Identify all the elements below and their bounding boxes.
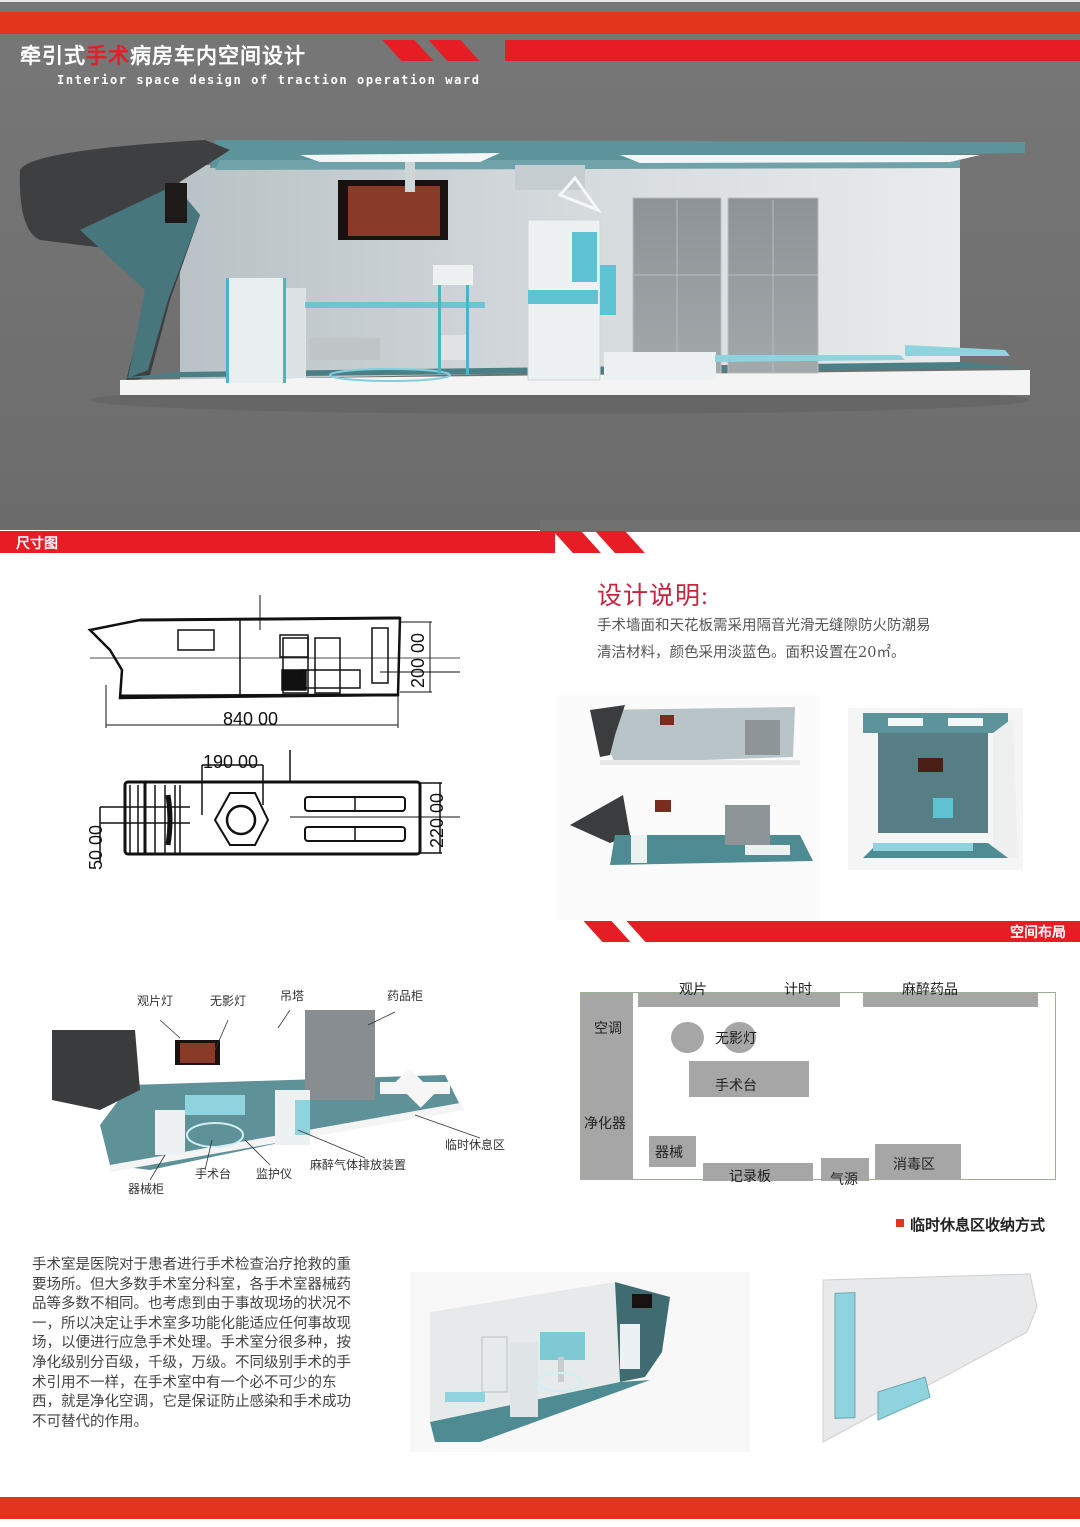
design-notes-body: 手术墙面和天花板需采用隔音光滑无缝隙防火防潮易 清洁材料，颜色采用淡蓝色。面积设… [597,613,982,667]
label-viewer-light: 观片灯 [137,994,174,1008]
plan-label-timer: 计时 [784,982,812,998]
header-red-bar [505,40,1080,61]
divider-grey [540,520,1080,532]
section-stripe [583,921,631,942]
section-stripe [595,531,645,553]
dim-length: 840 00 [223,709,279,729]
title-highlight: 手术 [86,44,130,68]
label-anesthesia-exhaust: 麻醉气体排放装置 [310,1158,407,1172]
description-paragraph: 手术室是医院对于患者进行手术检查治疗抢救的重要场所。但大多数手术室分科室，各手术… [32,1257,351,1430]
end-view-render [848,708,1023,870]
top-border [0,0,1080,2]
plan-label-gas-source: 气源 [830,1172,858,1188]
dim-offset: 50 00 [86,824,106,870]
dim-width: 220 00 [427,792,447,848]
plan-label-instruments: 器械 [655,1145,683,1161]
plan-wall-left [581,993,633,1180]
bullet-icon [896,1219,904,1227]
plan-block-viewer-timer [638,993,840,1007]
labeled-equipment-render [52,1009,481,1181]
label-monitor: 监护仪 [256,1167,293,1181]
plan-block-gas-source [821,1158,869,1181]
plan-label-viewer: 观片 [679,982,707,998]
perspective-renders [555,695,820,920]
page-subtitle: Interior space design of traction operat… [57,73,481,87]
plan-label-anesthesia: 麻醉药品 [902,982,958,998]
plan-label-lamp: 无影灯 [715,1031,757,1047]
section-label-layout: 空间布局 [1010,925,1066,941]
section-bar-dimensions [0,531,555,553]
page-title: 牵引式手术病房车内空间设计 [20,40,306,70]
plan-label-ac: 空调 [594,1021,622,1037]
section-bar-layout [655,921,1080,942]
section-stripe [553,531,601,553]
layout-floor-plan: 观片 计时 麻醉药品 空调 净化器 无影灯 手术台 器械 记录板 气源 消毒区 [580,982,1056,1188]
label-rest-area: 临时休息区 [445,1138,506,1152]
plan-block-disinfection [875,1144,961,1180]
dim-height: 200 00 [408,632,428,688]
plan-block-table [689,1061,809,1097]
title-suffix: 病房车内空间设计 [130,44,306,68]
floor-plan-drawing [99,750,460,863]
plan-label-disinfection: 消毒区 [893,1157,935,1173]
design-notes-line: 清洁材料，颜色采用淡蓝色。面积设置在20㎡。 [597,645,906,661]
section-label-dimensions: 尺寸图 [16,536,58,552]
plan-label-table: 手术台 [715,1078,757,1094]
folding-bench-render [822,1273,1038,1443]
footer-bar [0,1497,1080,1519]
plan-block-record-board [703,1163,813,1181]
title-prefix: 牵引式 [20,44,86,68]
plan-label-purifier: 净化器 [584,1116,626,1132]
design-notes-title: 设计说明: [597,583,709,610]
interior-render-main [19,140,1030,414]
storage-section-title: 临时休息区收纳方式 [910,1216,1046,1234]
plan-block-instruments [649,1136,696,1167]
header-orange-bar [0,12,1080,34]
side-elevation-drawing [87,595,460,728]
rear-perspective-render [410,1272,750,1452]
plan-lamp-1 [671,1022,704,1053]
label-operating-table: 手术台 [195,1167,232,1181]
design-notes-line: 手术墙面和天花板需采用隔音光滑无缝隙防火防潮易 [597,618,931,634]
plan-label-record-board: 记录板 [729,1169,771,1185]
plan-lamp-2 [723,1022,756,1053]
label-medicine-cabinet: 药品柜 [387,989,424,1003]
label-shadowless-lamp: 无影灯 [210,994,247,1008]
label-pendant: 吊塔 [280,989,305,1003]
plan-block-anesthesia-drugs [863,993,1038,1007]
dim-bay-width: 190 00 [203,752,259,772]
label-instrument-cabinet: 器械柜 [128,1182,165,1196]
